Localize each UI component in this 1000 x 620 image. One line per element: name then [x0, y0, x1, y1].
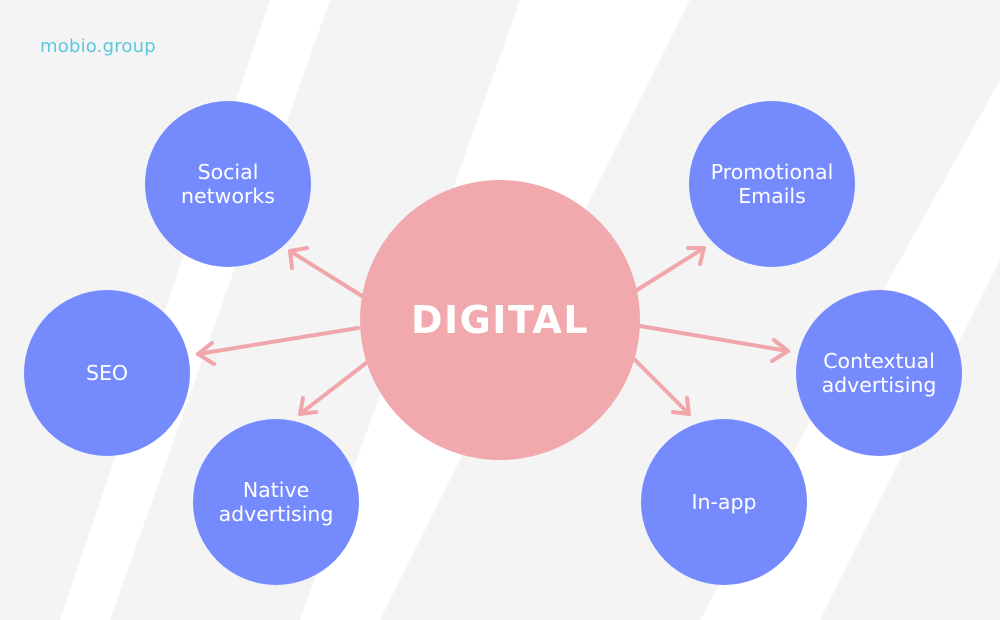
node-label: Promotional Emails: [710, 160, 834, 208]
arrow-to-native-advertising: [298, 358, 372, 416]
node-promotional-emails: Promotional Emails: [689, 101, 855, 267]
arrow-to-promotional-emails: [635, 246, 706, 292]
node-label: In-app: [691, 490, 757, 514]
center-node-label: DIGITAL: [410, 298, 590, 342]
arrow-to-in-app: [630, 355, 691, 416]
arrow-to-contextual-advertising: [638, 324, 790, 363]
brand-logo-text: mobio.group: [40, 36, 156, 57]
node-seo: SEO: [24, 290, 190, 456]
node-label: Social networks: [181, 160, 275, 208]
node-in-app: In-app: [641, 419, 807, 585]
node-native-advertising: Native advertising: [193, 419, 359, 585]
node-social-networks: Social networks: [145, 101, 311, 267]
node-label: Contextual advertising: [821, 349, 937, 397]
arrow-to-social-networks: [288, 246, 364, 298]
node-label: SEO: [85, 361, 129, 385]
center-node-digital: DIGITAL: [360, 180, 640, 460]
node-label: Native advertising: [218, 478, 334, 526]
arrow-to-seo: [196, 326, 360, 366]
node-contextual-advertising: Contextual advertising: [796, 290, 962, 456]
